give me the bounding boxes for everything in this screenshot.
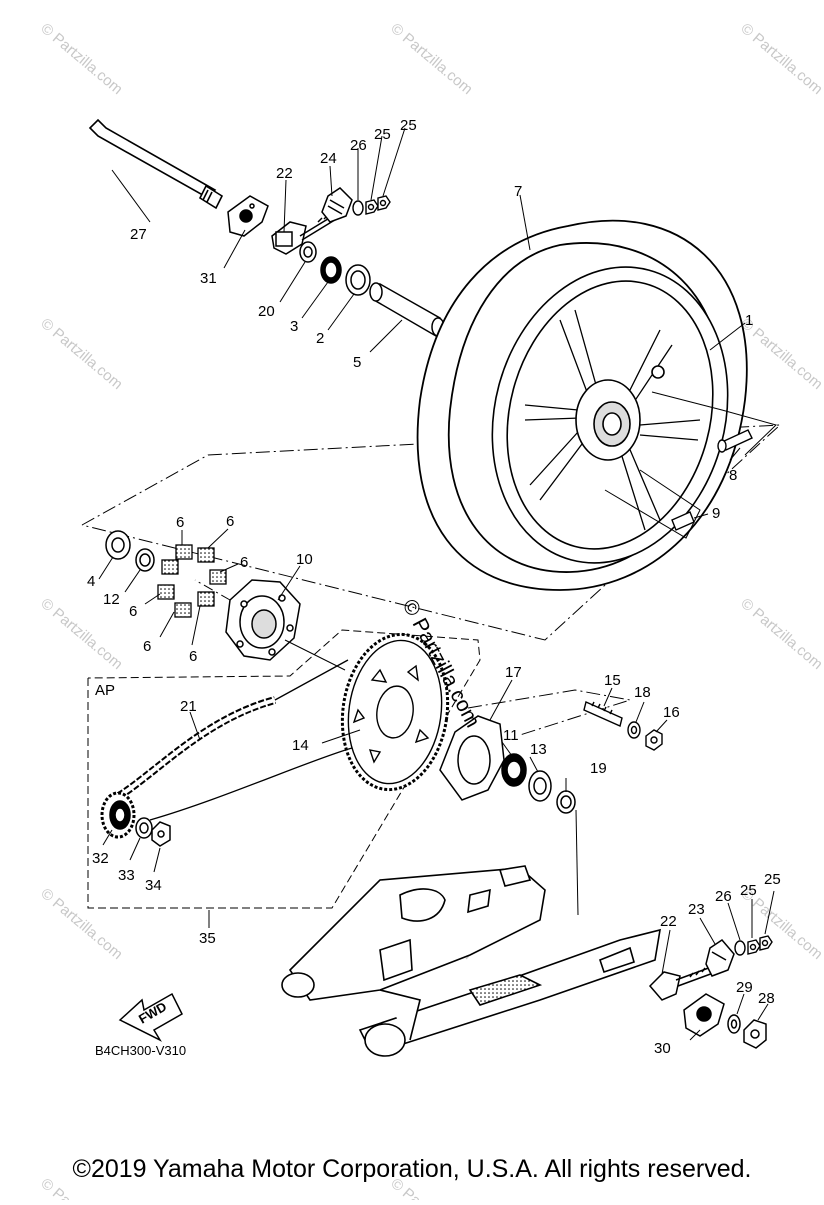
callout-17: 17 — [505, 664, 522, 681]
callout-9: 9 — [712, 505, 720, 522]
callout-26: 26 — [715, 888, 732, 905]
callout-25: 25 — [400, 117, 417, 134]
callout-2: 2 — [316, 330, 324, 347]
callout-25: 25 — [764, 871, 781, 888]
adjuster-block-30 — [683, 993, 725, 1037]
axle-nut-28 — [743, 1019, 767, 1049]
callout-24: 24 — [320, 150, 337, 167]
wheel-group-outline — [81, 424, 782, 641]
callout-20: 20 — [258, 303, 275, 320]
watermark: © Partzilla.com — [737, 595, 824, 673]
spacer-5 — [369, 282, 445, 338]
bearing-4 — [105, 530, 131, 560]
callout-6: 6 — [176, 514, 184, 531]
copyright-footer: ©2019 Yamaha Motor Corporation, U.S.A. A… — [72, 1155, 752, 1183]
callout-26: 26 — [350, 137, 367, 154]
fwd-arrow-icon: FWD — [118, 992, 183, 1042]
bearing-2 — [345, 264, 371, 296]
callout-25: 25 — [740, 882, 757, 899]
bearing-11 — [501, 753, 527, 787]
collar-leader — [575, 809, 579, 916]
clutch-hub-10 — [225, 579, 301, 661]
collar-12 — [135, 548, 155, 572]
oil-seal-3 — [320, 256, 342, 284]
callout-31: 31 — [200, 270, 217, 287]
callout-23: 23 — [688, 901, 705, 918]
drive-nut — [151, 821, 171, 847]
valve-leader — [651, 391, 777, 456]
callout-7: 7 — [514, 183, 522, 200]
callout-3: 3 — [290, 318, 298, 335]
callouts: 1 2 3 4 5 6 6 6 6 6 6 7 8 9 10 11 12 13 … — [87, 117, 781, 1058]
collar-19 — [556, 790, 576, 814]
callout-11: 11 — [503, 727, 519, 744]
chain-adjuster-left — [227, 195, 269, 237]
chain-adjuster-plate-right — [705, 939, 735, 977]
washer-nut-set-top — [352, 195, 391, 216]
callout-27: 27 — [130, 226, 147, 243]
callout-10: 10 — [296, 551, 313, 568]
sprocket-hub-17 — [439, 715, 505, 801]
drive-chain — [110, 659, 353, 821]
callout-6: 6 — [226, 513, 234, 530]
axle — [88, 118, 224, 210]
callout-1: 1 — [745, 312, 753, 329]
callout-28: 28 — [758, 990, 775, 1007]
callout-6: 6 — [143, 638, 151, 655]
watermark: © Partzilla.com — [37, 20, 125, 98]
callout-6: 6 — [129, 603, 137, 620]
balance-weight — [671, 511, 695, 531]
chain-kit-outline — [87, 629, 481, 909]
callout-15: 15 — [604, 672, 621, 689]
sprocket-group-outline — [467, 689, 631, 736]
callout-22: 22 — [660, 913, 677, 930]
collar-20 — [299, 241, 317, 263]
damper-6 — [157, 544, 227, 618]
callout-6: 6 — [240, 554, 248, 571]
callout-14: 14 — [292, 737, 309, 754]
callout-25: 25 — [374, 126, 391, 143]
watermark: © Partzilla.com — [37, 885, 125, 963]
weight-leader — [604, 469, 701, 539]
watermark: © Partzilla.com — [37, 315, 125, 393]
nut-16 — [645, 729, 663, 751]
tire-valve — [717, 429, 753, 453]
group-label-ap: AP — [95, 682, 115, 699]
oil-seal-13 — [528, 770, 552, 802]
callout-35: 35 — [199, 930, 216, 947]
callout-19: 19 — [590, 760, 607, 777]
callout-32: 32 — [92, 850, 109, 867]
stud-bolt-15 — [583, 701, 623, 727]
callout-30: 30 — [654, 1040, 671, 1057]
callout-29: 29 — [736, 979, 753, 996]
callout-22: 22 — [276, 165, 293, 182]
callout-33: 33 — [118, 867, 135, 884]
watermark: © Partzilla.com — [387, 20, 475, 98]
callout-5: 5 — [353, 354, 361, 371]
chain-adjuster-plate-top — [321, 187, 353, 223]
callout-16: 16 — [663, 704, 680, 721]
drive-sprocket — [100, 791, 136, 839]
washer-29 — [727, 1014, 741, 1034]
diagram-code: B4CH300-V310 — [95, 1043, 186, 1058]
rear-sprocket — [340, 632, 450, 792]
swingarm — [281, 865, 661, 1057]
leader-lines — [98, 127, 775, 1041]
washer-18 — [627, 721, 641, 739]
hub-axis-line — [194, 579, 231, 601]
callout-12: 12 — [103, 591, 120, 608]
callout-21: 21 — [180, 698, 197, 715]
washer-nut-set-right — [734, 935, 773, 956]
hub-leader — [284, 639, 346, 671]
callout-4: 4 — [87, 573, 95, 590]
callout-8: 8 — [729, 467, 737, 484]
callout-6: 6 — [189, 648, 197, 665]
callout-34: 34 — [145, 877, 162, 894]
callout-13: 13 — [530, 741, 547, 758]
watermark: © Partzilla.com — [737, 20, 824, 98]
lock-washer — [135, 817, 153, 839]
callout-18: 18 — [634, 684, 651, 701]
